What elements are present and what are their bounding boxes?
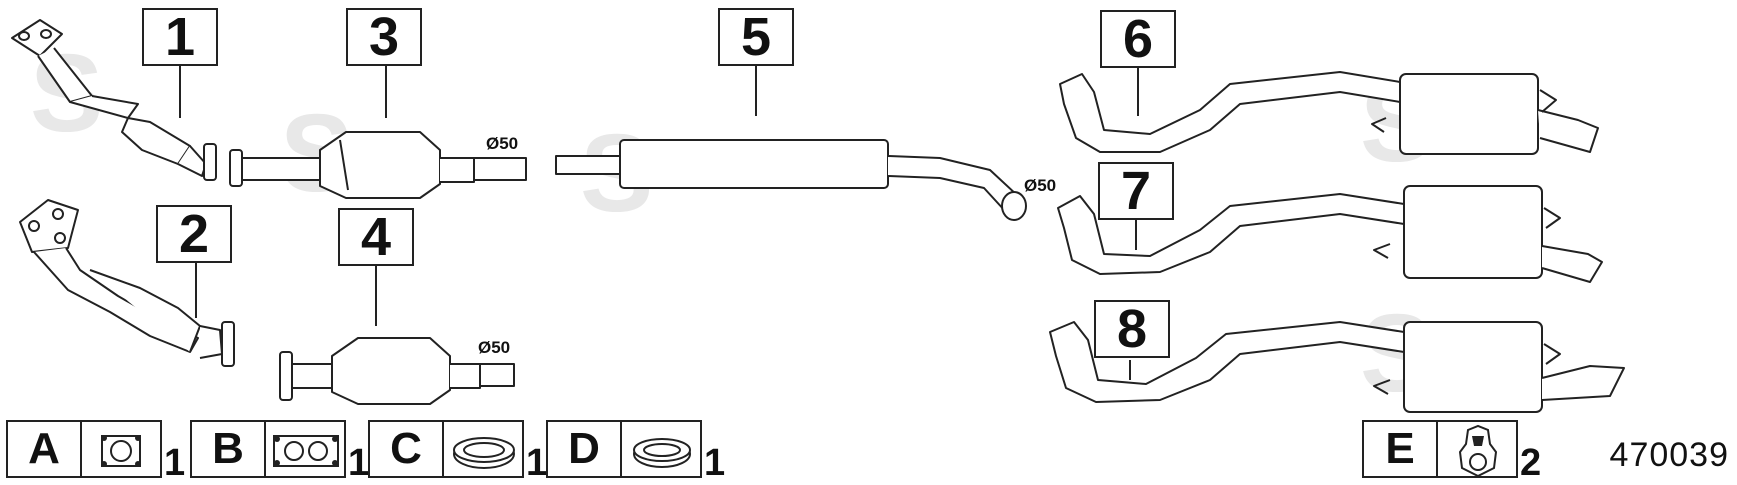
gasket-letter: A — [6, 420, 82, 478]
part-1-front-pipe — [11, 19, 217, 181]
diameter-label-part-4: Ø50 — [478, 338, 511, 357]
rubber-hanger-icon — [1438, 420, 1518, 478]
part-2-front-pipe — [19, 199, 235, 367]
gasket-letter: B — [190, 420, 266, 478]
callout-7: 7 — [1098, 162, 1174, 220]
callout-4: 4 — [338, 208, 414, 266]
part-8-rear-silencer — [1049, 321, 1625, 413]
gasket-c: C 1 — [368, 420, 547, 482]
gasket-d: D 1 — [546, 420, 725, 482]
ring-gasket-icon — [444, 420, 524, 478]
gasket-b: B 1 — [190, 420, 369, 482]
gasket-letter: E — [1362, 420, 1438, 478]
gasket-quantity: 1 — [704, 442, 726, 484]
gasket-a: A 1 — [6, 420, 185, 482]
diameter-label-part-5: Ø50 — [1024, 176, 1057, 195]
part-3-catalytic-converter — [229, 131, 527, 199]
gasket-e: E 2 — [1362, 420, 1541, 482]
double-flange-gasket-icon — [266, 420, 346, 478]
callout-1: 1 — [142, 8, 218, 66]
gasket-quantity: 1 — [348, 442, 370, 484]
part-6-rear-silencer — [1059, 71, 1599, 155]
diameter-label-part-3: Ø50 — [486, 134, 519, 153]
callout-6: 6 — [1100, 10, 1176, 68]
part-7-rear-silencer — [1057, 185, 1603, 283]
callout-3: 3 — [346, 8, 422, 66]
leader-lines — [179, 66, 1139, 380]
callout-8: 8 — [1094, 300, 1170, 358]
gasket-quantity: 2 — [1520, 442, 1542, 484]
part-4-catalytic-converter — [279, 337, 515, 405]
gasket-letter: D — [546, 420, 622, 478]
gasket-letter: C — [368, 420, 444, 478]
square-flange-gasket-icon — [82, 420, 162, 478]
part-5-centre-silencer — [555, 139, 1027, 221]
callout-5: 5 — [718, 8, 794, 66]
callout-2: 2 — [156, 205, 232, 263]
ring-gasket-icon — [622, 420, 702, 478]
diagram-id: 470039 — [1609, 436, 1729, 474]
gasket-quantity: 1 — [164, 442, 186, 484]
gasket-quantity: 1 — [526, 442, 548, 484]
